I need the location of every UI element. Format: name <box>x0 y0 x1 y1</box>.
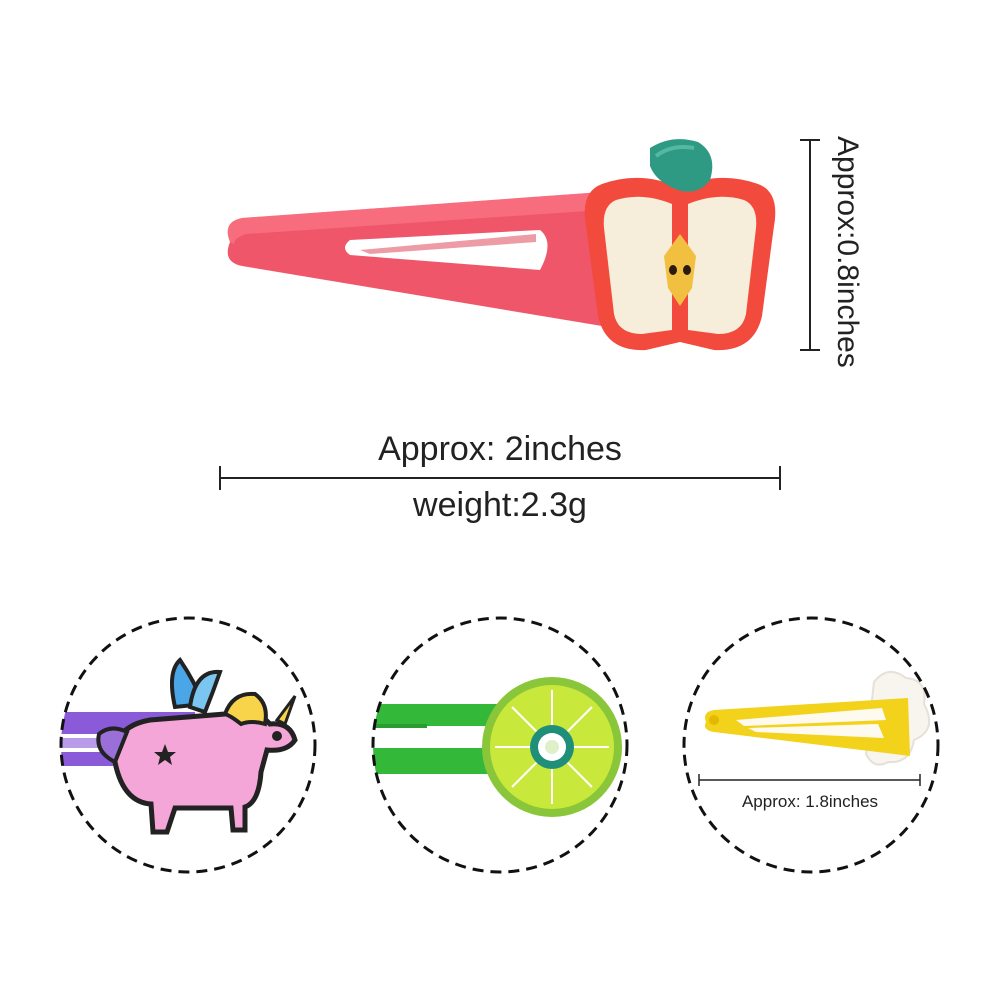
apple-core <box>664 234 696 306</box>
width-dimension-line <box>218 462 782 492</box>
small-dimension-line <box>698 770 922 790</box>
height-label: Approx:0.8inches <box>831 136 864 368</box>
kiwi-hair-clip-icon <box>371 616 629 874</box>
detail-circle-kiwi <box>367 612 633 878</box>
clip-inner <box>360 234 536 254</box>
width-label: Approx: 2inches <box>378 430 622 468</box>
detail-circle-unicorn <box>55 612 321 878</box>
apple-hair-clip-icon <box>227 139 776 351</box>
apple-leaf-highlight <box>654 145 695 158</box>
apple-hair-clip-image <box>210 130 790 370</box>
apple-seed-left <box>669 265 677 275</box>
small-clip-size-label: Approx: 1.8inches <box>741 792 879 811</box>
unicorn-hair-clip-icon <box>59 616 317 874</box>
apple-flesh-left <box>603 196 672 334</box>
apple-seed-right <box>683 265 691 275</box>
clip-highlight <box>227 192 602 244</box>
height-dimension-line <box>792 138 822 352</box>
apple-flesh-right <box>688 196 757 334</box>
weight-label: weight:2.3g <box>413 486 587 524</box>
yellow-hair-clip-icon <box>682 616 940 874</box>
detail-circle-yellow-clip <box>678 612 944 878</box>
